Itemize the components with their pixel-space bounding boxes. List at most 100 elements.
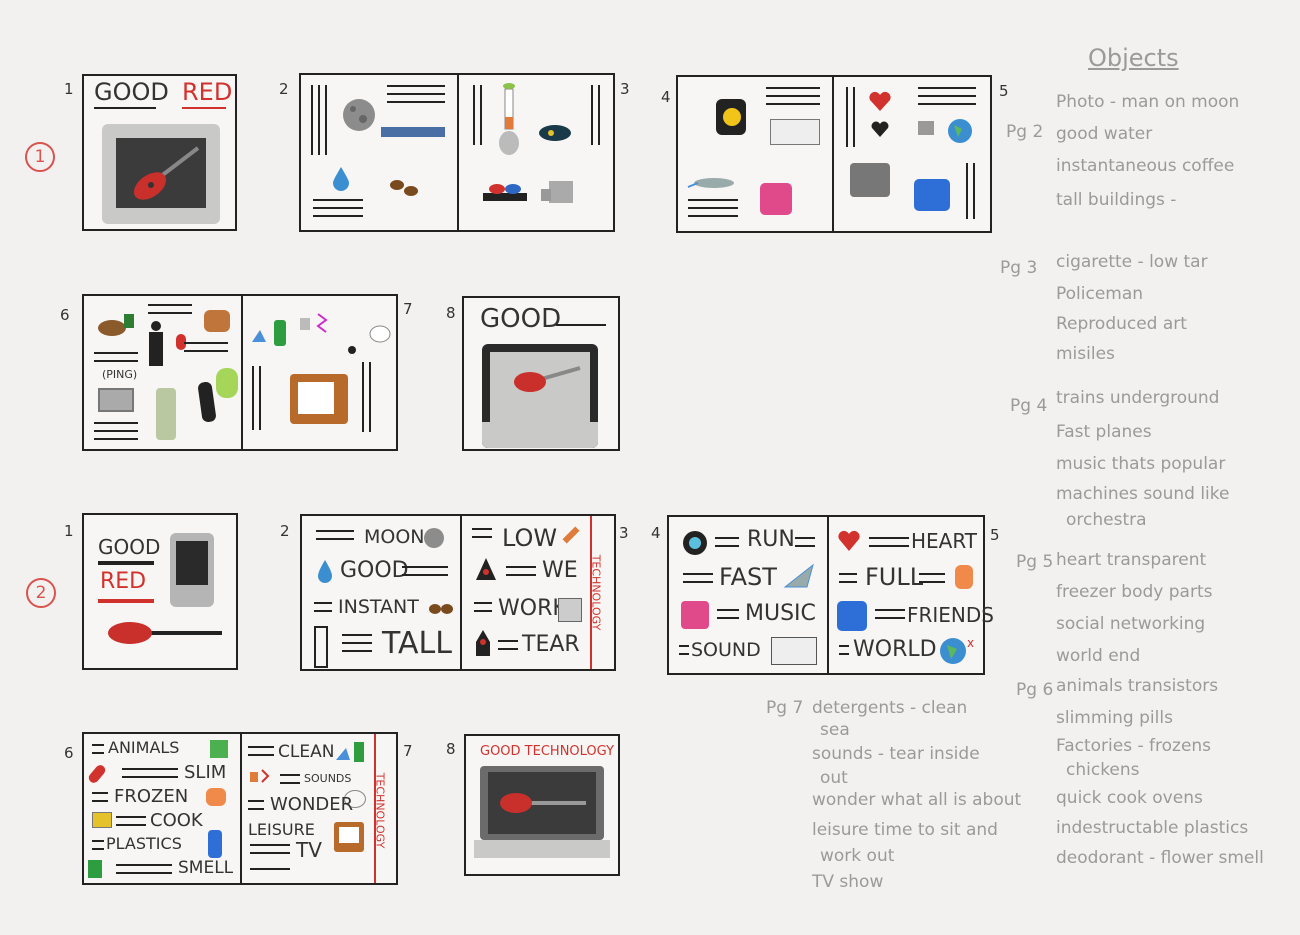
text-lines [92, 792, 108, 808]
word-animals: ANIMALS [108, 738, 180, 757]
text-lines [966, 163, 975, 219]
side-technology-label: TECHNOLOGY [373, 772, 387, 849]
music-app-icon [681, 601, 709, 629]
moon-icon [343, 99, 375, 131]
train-icon [381, 127, 445, 137]
text-lines [875, 609, 905, 625]
row-2-marker: 2 [26, 578, 56, 608]
red-title: RED [182, 78, 233, 106]
guitar-icon [133, 146, 200, 200]
word-heart: HEART [911, 529, 978, 553]
globe-icon [918, 119, 972, 143]
text-lines [717, 609, 739, 625]
text-lines [846, 87, 855, 147]
word-run: RUN [747, 527, 795, 552]
text-lines [795, 537, 815, 553]
panel-number: 3 [619, 524, 629, 542]
note-line: sea [820, 720, 850, 740]
text-lines [316, 530, 354, 546]
underline-red [98, 599, 154, 603]
note-line: good water [1056, 124, 1153, 144]
good-technology-title: GOOD TECHNOLOGY [480, 744, 615, 759]
underline-red [182, 107, 226, 109]
note-line: cigarette - low tar [1056, 252, 1208, 272]
ipod-icon [170, 533, 214, 607]
organ-icon [770, 119, 820, 145]
police-light-icon [483, 184, 527, 201]
word-we: WE [542, 558, 578, 583]
text-lines [591, 85, 600, 145]
text-lines [250, 844, 290, 860]
word-good: GOOD [340, 558, 409, 583]
word-wonder: WONDER [270, 794, 354, 815]
text-lines [839, 645, 849, 661]
word-instant: INSTANT [338, 596, 419, 618]
note-line: world end [1056, 646, 1141, 666]
text-lines [362, 362, 371, 432]
note-line: out [820, 768, 848, 788]
chicken-icon [206, 788, 226, 806]
laptop-base [474, 840, 610, 858]
word-sounds: SOUNDS [304, 772, 352, 785]
text-lines [92, 744, 104, 760]
pg7-label: Pg 7 [766, 698, 804, 718]
text-lines [94, 352, 138, 368]
note-line: instantaneous coffee [1056, 156, 1235, 176]
panel-number: 6 [60, 306, 70, 324]
deodorant-icon [197, 381, 217, 423]
underline [94, 107, 156, 109]
missile-icon [476, 630, 490, 656]
word-tear: TEAR [522, 632, 580, 657]
text-lines [766, 87, 820, 111]
note-line: slimming pills [1056, 708, 1173, 728]
flower-smell-icon [216, 368, 238, 398]
text-lines [342, 634, 372, 658]
water-drop-icon [333, 167, 349, 191]
side-bar [374, 734, 376, 883]
flower-icon [88, 860, 102, 878]
panel-number: 5 [999, 82, 1009, 100]
pill-icon [176, 334, 186, 350]
note-line: trains underground [1056, 388, 1220, 408]
dog-icon [98, 314, 134, 336]
building-icon [314, 626, 328, 668]
person-icon [149, 321, 163, 366]
panel-number: 4 [651, 524, 661, 542]
word-tall: TALL [382, 626, 452, 661]
text-lines [248, 746, 274, 762]
police-icon [476, 558, 496, 580]
text-lines [402, 566, 448, 582]
row2-panel-8: GOOD TECHNOLOGY [464, 734, 620, 876]
row1-panel-8: GOOD [462, 296, 620, 451]
detergent-icon [336, 742, 364, 762]
phone-icon [156, 388, 176, 440]
panel-number: 7 [403, 742, 413, 760]
note-line: leisure time to sit and [812, 820, 998, 840]
missile-icon [539, 125, 571, 141]
pg3-label: Pg 3 [1000, 258, 1038, 278]
guitar-icon [500, 793, 586, 813]
row2-spread-4-5: RUN FAST MUSIC SOUND HEART FULL FRIENDS … [667, 515, 994, 675]
guitar-icon [514, 366, 581, 392]
panel-number: 1 [64, 522, 74, 540]
row1-panel-1: GOOD RED [82, 74, 237, 231]
microwave-icon [98, 388, 134, 412]
word-moon: MOON [364, 526, 425, 548]
text-lines [472, 528, 492, 544]
imac-screen [482, 344, 598, 448]
ping-label: (PING) [102, 368, 138, 381]
note-line: orchestra [1066, 510, 1147, 530]
good-title: GOOD [94, 78, 169, 106]
panel-number: 6 [64, 744, 74, 762]
underline [98, 561, 154, 565]
text-lines [498, 640, 518, 656]
note-line: work out [820, 846, 895, 866]
camera-icon [541, 181, 573, 203]
side-bar [590, 516, 592, 669]
text-lines [314, 602, 332, 618]
freezer-icon [850, 163, 890, 197]
speaker-icon [250, 769, 270, 783]
row1-spread-2-3 [299, 73, 615, 232]
note-line: tall buildings - [1056, 190, 1177, 210]
guitar-icon [108, 622, 222, 644]
